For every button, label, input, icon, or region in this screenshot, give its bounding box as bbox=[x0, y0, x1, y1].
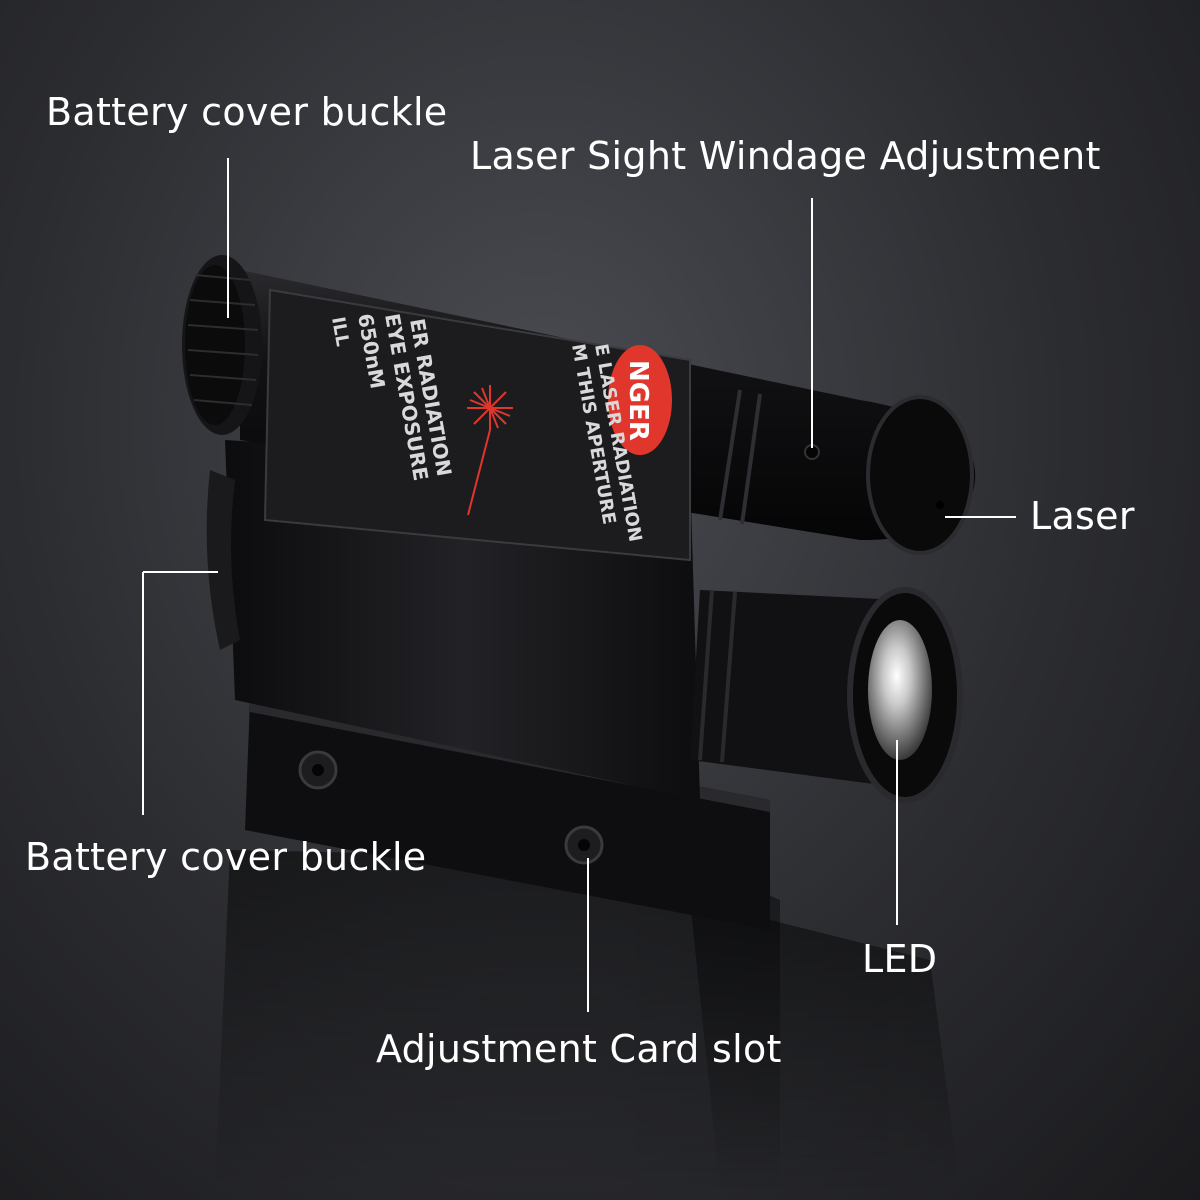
label-laser: Laser bbox=[1030, 494, 1135, 538]
label-card-slot: Adjustment Card slot bbox=[376, 1027, 782, 1071]
leader-lines bbox=[142, 158, 1016, 1012]
warning-sticker: NGER ER RADIATION EYE EXPOSURE 650nM ILL… bbox=[263, 288, 691, 562]
led-flashlight bbox=[690, 587, 963, 803]
sticker-line-4: ILL bbox=[327, 315, 353, 348]
label-windage-adjustment: Laser Sight Windage Adjustment bbox=[470, 134, 1101, 178]
label-battery-cover-side: Battery cover buckle bbox=[25, 835, 427, 879]
battery-cap bbox=[182, 255, 262, 435]
label-battery-cover-top: Battery cover buckle bbox=[46, 90, 448, 134]
device-reflection bbox=[215, 850, 960, 1190]
label-led: LED bbox=[862, 937, 938, 981]
sticker-warning-word: NGER bbox=[623, 360, 653, 441]
laser-starburst-icon bbox=[467, 385, 513, 516]
led-lens-icon bbox=[868, 620, 932, 760]
